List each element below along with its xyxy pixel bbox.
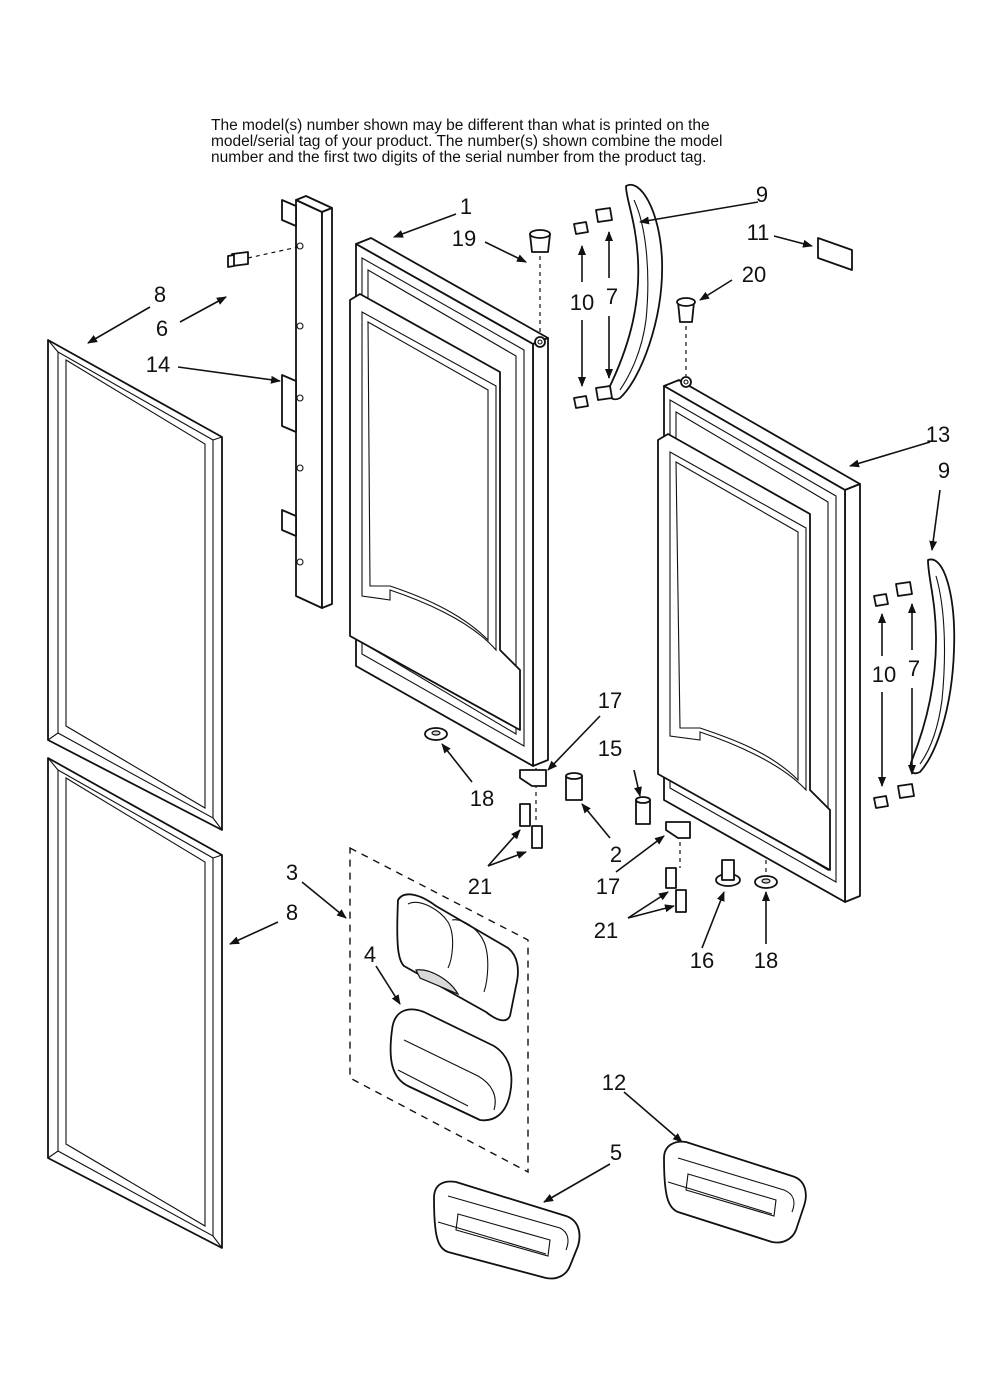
callout-8-lower: 8 (286, 900, 298, 925)
right-door-bottom-parts (665, 821, 778, 913)
leader-lines (87, 201, 941, 1203)
callout-18-right: 18 (754, 948, 778, 973)
callout-14: 14 (146, 352, 170, 377)
callout-6: 6 (156, 316, 168, 341)
lower-door-gasket (47, 757, 223, 1249)
door-bin-upper (663, 1140, 807, 1244)
callout-10-upper: 10 (570, 290, 594, 315)
callout-5: 5 (610, 1140, 622, 1165)
left-door (349, 237, 549, 767)
callout-21-right: 21 (594, 918, 618, 943)
upper-hinge-bushing (529, 229, 551, 334)
callout-12: 12 (602, 1070, 626, 1095)
lower-handle (873, 558, 956, 809)
callout-17-left: 17 (598, 688, 622, 713)
hinge-pins (565, 772, 651, 825)
callout-7-upper: 7 (606, 284, 618, 309)
hinge-screw (227, 251, 249, 268)
notice-line-1: The model(s) number shown may be differe… (211, 117, 710, 134)
callout-numbers: 1 19 9 11 20 8 6 14 10 7 13 9 10 7 17 15… (146, 182, 950, 1165)
dairy-compartment-assembly (349, 846, 529, 1174)
notice-line-3: number and the first two digits of the s… (211, 149, 707, 166)
callout-7-lower: 7 (908, 656, 920, 681)
callout-17-right: 17 (596, 874, 620, 899)
callout-15: 15 (598, 736, 622, 761)
door-bin-lower (433, 1180, 581, 1280)
callout-3: 3 (286, 860, 298, 885)
notice-line-2: model/serial tag of your product. The nu… (211, 133, 723, 150)
callout-10-lower: 10 (872, 662, 896, 687)
model-number-notice: The model(s) number shown may be differe… (211, 118, 831, 166)
callout-9-upper: 9 (756, 182, 768, 207)
left-door-bottom-parts (424, 727, 547, 849)
callout-13: 13 (926, 422, 950, 447)
callout-2: 2 (610, 842, 622, 867)
upper-door-gasket (47, 339, 223, 831)
callout-4: 4 (364, 942, 376, 967)
callout-20: 20 (742, 262, 766, 287)
callout-9-lower: 9 (938, 458, 950, 483)
callout-18-left: 18 (470, 786, 494, 811)
right-door (657, 376, 861, 903)
callout-16: 16 (690, 948, 714, 973)
hinge-bar (247, 195, 333, 609)
upper-handle (573, 183, 663, 409)
callout-1: 1 (460, 194, 472, 219)
callout-21-left: 21 (468, 874, 492, 899)
callout-11: 11 (747, 220, 770, 245)
model-tag (817, 237, 853, 271)
callout-19: 19 (452, 226, 476, 251)
right-hinge-bushing (676, 297, 696, 376)
callout-8-upper: 8 (154, 282, 166, 307)
